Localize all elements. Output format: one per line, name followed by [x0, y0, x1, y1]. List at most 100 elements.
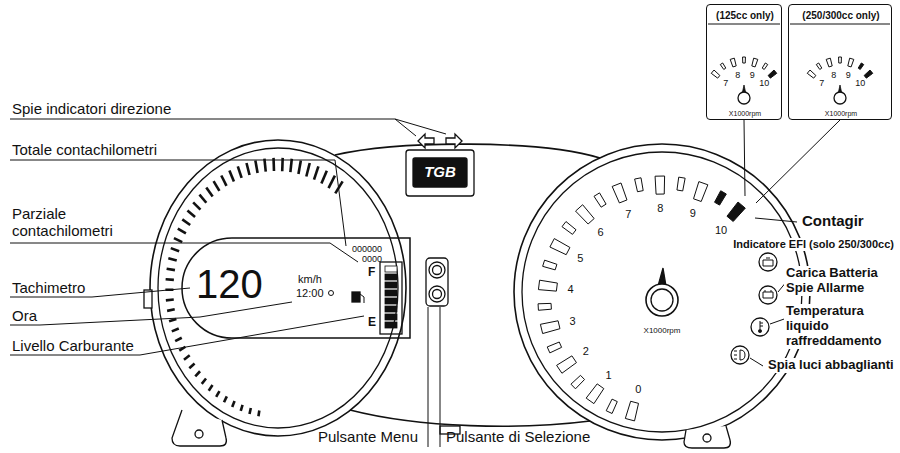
tach-tick	[635, 178, 644, 192]
leader-line	[744, 120, 745, 196]
odometer-total: 000000	[352, 244, 382, 254]
turn-signal-left	[418, 134, 434, 148]
logo-text: TGB	[424, 163, 456, 180]
housing-rim	[522, 152, 802, 432]
tach-tick	[625, 401, 638, 421]
button	[429, 262, 445, 278]
tach-tick	[538, 303, 551, 310]
leader-line	[10, 119, 416, 136]
speed-scale-dash	[189, 364, 194, 369]
callout-label: Spia luci abbaglianti	[766, 358, 896, 373]
button-frame	[426, 258, 448, 306]
button-core	[433, 290, 442, 299]
mount-tab	[684, 426, 730, 448]
inset-heading: (250/300cc only)	[802, 10, 879, 22]
speed-scale-dash	[329, 176, 335, 189]
inset-heading: (125cc only)	[716, 10, 774, 22]
leader-line	[755, 218, 797, 222]
speed-scale-dash	[209, 385, 213, 391]
callout-label: Spie indicatori direzione	[12, 100, 171, 117]
fuel-empty-mark: E	[368, 316, 376, 330]
leader-line	[10, 302, 292, 325]
logo-frame	[406, 150, 474, 196]
speed-scale-dash	[193, 202, 200, 209]
speed-scale-dash	[232, 401, 234, 407]
housing-rim	[158, 148, 398, 428]
inset-number: 7	[723, 78, 728, 88]
tach-number: 9	[690, 207, 696, 220]
inset-number: 9	[846, 70, 851, 80]
inset-tick	[762, 63, 768, 69]
fuel-bar	[385, 306, 397, 312]
inset-tick	[730, 58, 736, 67]
tach-number: 5	[577, 251, 583, 264]
speed-scale-dash	[169, 319, 176, 321]
tach-hub	[646, 284, 678, 316]
speed-scale-dash	[174, 238, 182, 242]
fuel-bar	[385, 322, 397, 328]
housing-bridge	[350, 410, 590, 426]
tach-number: 4	[568, 282, 574, 295]
clock-icon	[329, 291, 334, 296]
speed-scale-dash	[167, 309, 175, 311]
speed-scale-dash	[187, 211, 195, 218]
speed-scale-dash	[184, 355, 190, 359]
inset-number: 8	[735, 70, 740, 80]
tach-tick	[606, 399, 617, 413]
callout-label: Temperatura liquido raffreddamento	[784, 304, 896, 349]
fuel-bar	[385, 266, 397, 272]
tach-tick	[677, 177, 685, 191]
tach-number: 8	[657, 202, 663, 215]
tach-hub-core	[651, 289, 673, 311]
speed-scale-dash	[321, 171, 326, 184]
tach-number: 1	[606, 369, 612, 382]
inset-panel: (125cc only)78910X1000rpm	[706, 4, 782, 120]
inset-tick	[720, 63, 726, 69]
logo-badge	[413, 158, 467, 187]
battery-symbol	[763, 290, 773, 298]
temperature-symbol	[760, 321, 763, 329]
tach-number: 10	[715, 223, 727, 236]
leader-line	[395, 119, 446, 134]
callout-label: Pulsante di Selezione	[446, 428, 590, 445]
turn-signal-right	[446, 134, 462, 148]
speed-scale-dash	[195, 371, 200, 376]
inset-unit: X1000rpm	[729, 110, 761, 118]
inset-number: 10	[855, 78, 865, 88]
tach-number: 7	[625, 208, 631, 221]
callout-label: Tachimetro	[12, 279, 85, 296]
fuel-bar	[385, 298, 397, 304]
inset-tick	[743, 57, 746, 63]
leader-line	[10, 243, 358, 262]
speed-scale-dash	[314, 166, 318, 179]
mount-hole	[703, 434, 711, 442]
inset-tick	[752, 58, 758, 67]
inset-tick	[816, 63, 822, 69]
fuel-bar	[385, 290, 397, 296]
speed-scale-dash	[229, 171, 234, 182]
fuel-gauge-frame	[380, 262, 402, 334]
odometer-trip: 0000	[362, 254, 382, 264]
inset-unit: X1000rpm	[825, 110, 857, 118]
callout-label: Ora	[12, 307, 37, 324]
tach-tick	[557, 356, 577, 373]
speed-scale-dash	[224, 396, 227, 402]
battery-indicator	[759, 286, 777, 304]
tach-tick	[576, 205, 595, 224]
inset-tick	[807, 70, 816, 78]
inset-needle	[839, 85, 842, 92]
leader-line	[10, 160, 346, 246]
lcd-outline	[182, 238, 410, 338]
leader-line	[756, 120, 840, 203]
leader-line	[750, 358, 763, 366]
speed-scale-dash	[241, 405, 243, 411]
tach-tick	[571, 375, 585, 388]
high-beam-indicator	[731, 346, 749, 364]
speed-scale-dash	[175, 338, 182, 341]
button	[429, 286, 445, 302]
speed-scale-dash	[255, 160, 257, 173]
speed-scale-dash	[166, 278, 174, 281]
speed-scale-dash	[306, 163, 309, 176]
